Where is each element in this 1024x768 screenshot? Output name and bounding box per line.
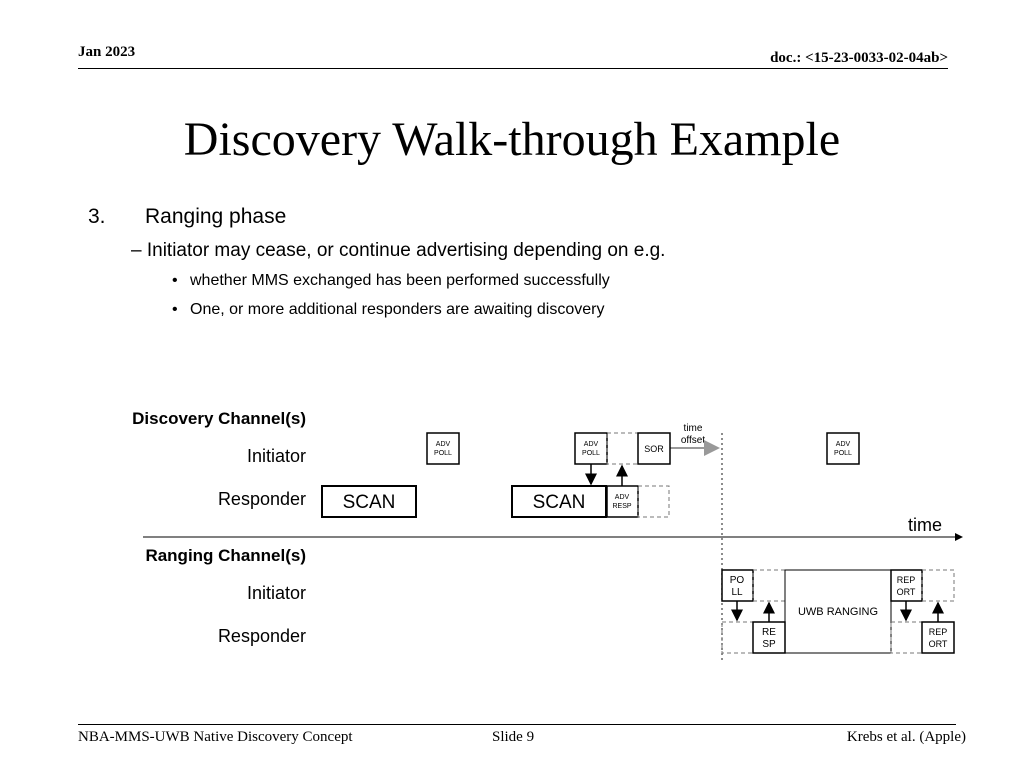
svg-text:RESP: RESP [612,503,631,510]
doc-number: <15-23-0033-02-04ab> [805,50,948,66]
svg-text:LL: LL [731,587,743,598]
bullet-marker: • [172,272,178,289]
adv-poll-box: ADV POLL [574,432,608,465]
dashed-slot [921,569,955,602]
svg-text:ORT: ORT [897,587,916,597]
adv-resp-box: ADV RESP [606,485,639,518]
doc-prefix: doc.: [770,50,806,66]
uwb-ranging-box: UWB RANGING [784,569,892,654]
svg-text:ADV: ADV [436,441,451,448]
dashed-slot [890,621,923,654]
discovery-channel-label: Discovery Channel(s) [132,409,306,428]
time-offset-label-1: time [684,423,703,434]
svg-text:REP: REP [897,575,916,585]
dashed-slot [721,621,754,654]
dashed-slot [606,432,639,465]
adv-poll-box: ADV POLL [826,432,860,465]
svg-text:ADV: ADV [615,494,630,501]
svg-text:POLL: POLL [582,450,600,457]
header-divider [78,68,948,69]
poll-box: PO LL [721,569,754,602]
svg-text:SP: SP [762,639,776,650]
svg-text:POLL: POLL [434,450,452,457]
report-box: REP ORT [890,569,923,602]
svg-text:ADV: ADV [836,441,851,448]
adv-poll-box: ADV POLL [426,432,460,465]
footer-right: Krebs et al. (Apple) [846,729,966,745]
time-axis-label: time [908,515,942,535]
svg-text:SOR: SOR [644,444,664,454]
footer-divider [78,724,956,725]
discovery-responder-label: Responder [217,489,306,509]
bullet-2: One, or more additional responders are a… [190,301,605,318]
svg-text:PO: PO [730,575,745,586]
sub-item: – Initiator may cease, or continue adver… [131,240,666,261]
header-date: Jan 2023 [78,44,136,60]
svg-text:SCAN: SCAN [533,492,586,513]
svg-text:SCAN: SCAN [343,492,396,513]
svg-text:REP: REP [929,627,948,637]
dashed-slot [752,569,786,602]
time-offset-label-2: offset [681,435,705,446]
header-doc-id: doc.: <15-23-0033-02-04ab> [770,50,948,67]
ranging-channel-label: Ranging Channel(s) [145,546,306,565]
svg-text:UWB RANGING: UWB RANGING [798,606,878,618]
svg-text:RE: RE [762,627,776,638]
ranging-responder-label: Responder [217,626,306,646]
report-box: REP ORT [921,621,955,654]
item-text: Ranging phase [145,205,287,228]
bullet-marker: • [172,301,178,318]
footer-slide-number: Slide 9 [492,729,535,745]
item-number: 3. [88,205,106,228]
slide-title: Discovery Walk-through Example [183,113,841,166]
dashed-slot [637,485,670,518]
svg-text:ORT: ORT [929,639,948,649]
bullet-1: whether MMS exchanged has been performed… [190,272,610,289]
svg-text:ADV: ADV [584,441,599,448]
ranging-initiator-label: Initiator [246,583,306,603]
svg-text:POLL: POLL [834,450,852,457]
sor-box: SOR [637,432,671,465]
discovery-initiator-label: Initiator [246,446,306,466]
scan-box: SCAN [511,485,607,518]
resp-box: RE SP [752,621,786,654]
scan-box: SCAN [321,485,417,518]
footer-left: NBA-MMS-UWB Native Discovery Concept [78,729,353,745]
